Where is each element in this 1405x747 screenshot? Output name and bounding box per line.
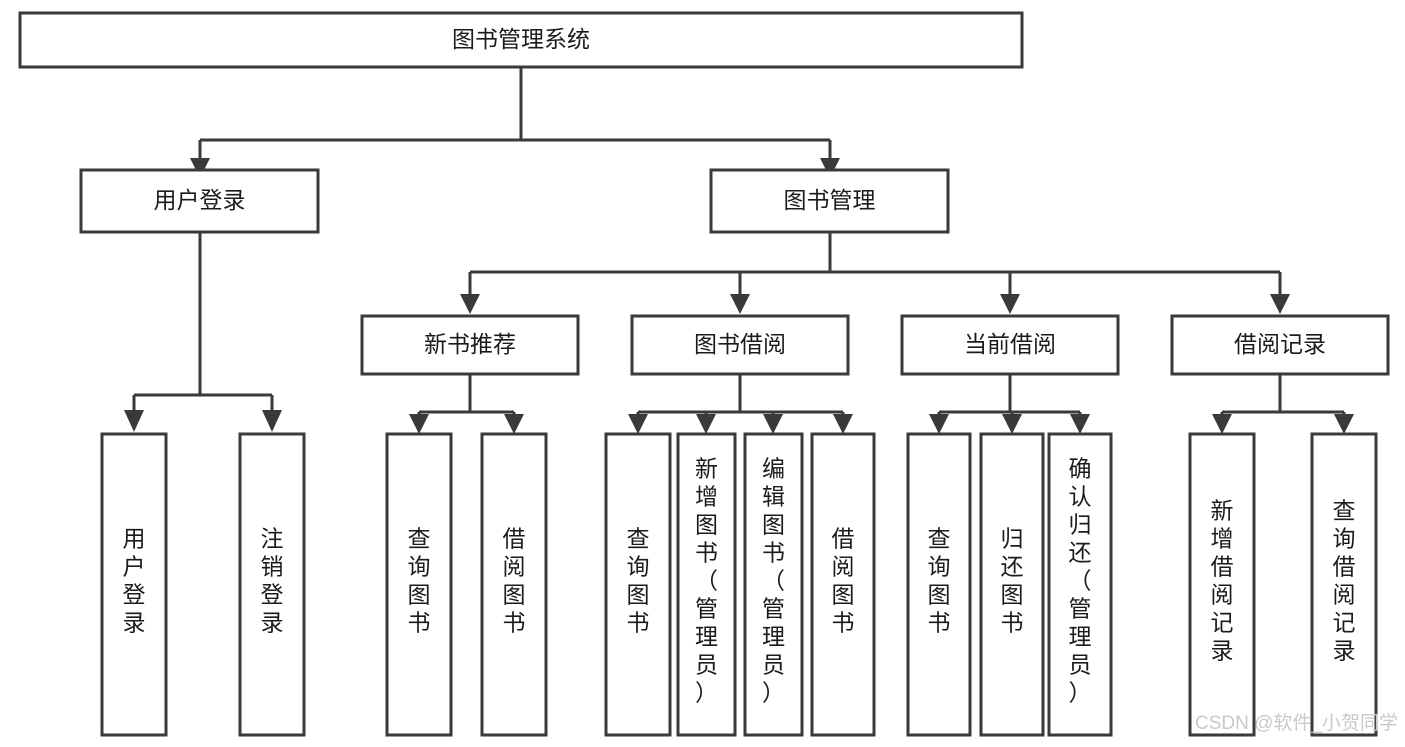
node-leaf-query-record[interactable]: 查询借阅记录 [1310, 432, 1378, 737]
node-leaf-query-book-3[interactable]: 查询图书 [906, 432, 972, 737]
arrow-to-current-borrow [1000, 294, 1020, 314]
connector-new-book-recommend-to-leaves [417, 374, 516, 416]
node-root[interactable]: 图书管理系统 [18, 11, 1024, 69]
arrow-to-leaf-return-book [1002, 414, 1022, 434]
node-leaf-add-book[interactable]: 新增图书（管理员） [676, 432, 737, 737]
csdn-watermark: CSDN @软件_小贺同学 [1195, 712, 1398, 734]
connector-book-manage-to-level3 [468, 232, 1282, 296]
node-borrow-record-box[interactable] [1170, 314, 1390, 376]
arrow-to-leaf-edit-book [763, 414, 783, 434]
node-new-book-recommend-box[interactable] [360, 314, 580, 376]
node-leaf-borrow-book-2-label: 借阅图书 [832, 526, 855, 636]
node-leaf-edit-book[interactable]: 编辑图书（管理员） [743, 432, 804, 737]
connector-layer [124, 67, 1354, 434]
node-leaf-logout-login-label: 注销登录 [261, 526, 284, 636]
node-leaf-logout-login[interactable]: 注销登录 [238, 432, 306, 737]
arrow-to-leaf-user-login [124, 410, 144, 432]
node-user-login-box[interactable] [79, 168, 320, 234]
node-book-borrow-label: 图书借阅 [694, 331, 786, 357]
node-leaf-borrow-book-2[interactable]: 借阅图书 [810, 432, 876, 737]
connector-book-borrow-to-leaves [636, 374, 845, 416]
arrow-to-leaf-add-record [1212, 414, 1232, 434]
node-borrow-record-label: 借阅记录 [1234, 331, 1326, 357]
arrow-to-leaf-query-book-1 [409, 414, 429, 434]
node-leaf-borrow-book-1[interactable]: 借阅图书 [480, 432, 548, 737]
node-leaf-borrow-book-1-box[interactable] [480, 432, 548, 737]
node-book-manage-label: 图书管理 [784, 187, 876, 213]
node-leaf-return-book-label: 归还图书 [1001, 526, 1024, 636]
node-leaf-add-record[interactable]: 新增借阅记录 [1188, 432, 1256, 737]
node-leaf-user-login[interactable]: 用户登录 [100, 432, 168, 737]
arrow-to-leaf-query-record [1334, 414, 1354, 434]
node-book-manage-box[interactable] [709, 168, 950, 234]
node-borrow-record[interactable]: 借阅记录 [1170, 314, 1390, 376]
arrow-to-leaf-borrow-book-2 [833, 414, 853, 434]
arrow-to-book-borrow [730, 294, 750, 314]
node-user-login[interactable]: 用户登录 [79, 168, 320, 234]
node-leaf-edit-book-box[interactable] [743, 432, 804, 737]
node-leaf-user-login-label: 用户登录 [123, 526, 146, 636]
node-leaf-edit-book-label: 编辑图书（管理员） [762, 456, 785, 706]
node-leaf-borrow-book-1-label: 借阅图书 [503, 526, 526, 636]
node-leaf-query-book-1[interactable]: 查询图书 [385, 432, 453, 737]
arrow-to-leaf-query-book-2 [628, 414, 648, 434]
node-leaf-query-book-1-label: 查询图书 [408, 526, 431, 636]
arrow-to-leaf-query-book-3 [929, 414, 949, 434]
node-book-manage[interactable]: 图书管理 [709, 168, 950, 234]
node-leaf-add-book-label: 新增图书（管理员） [695, 456, 718, 706]
node-leaf-query-record-box[interactable] [1310, 432, 1378, 737]
arrow-to-leaf-confirm-return [1070, 414, 1090, 434]
node-leaf-confirm-return[interactable]: 确认归还（管理员） [1047, 432, 1113, 737]
node-leaf-query-record-label: 查询借阅记录 [1333, 498, 1356, 664]
node-leaf-borrow-book-2-box[interactable] [810, 432, 876, 737]
arrow-to-book-manage [820, 158, 840, 178]
node-root-box[interactable] [18, 11, 1024, 69]
node-book-borrow-box[interactable] [630, 314, 850, 376]
arrow-to-user-login [190, 158, 210, 178]
node-leaf-query-book-1-box[interactable] [385, 432, 453, 737]
node-leaf-add-record-box[interactable] [1188, 432, 1256, 737]
connector-root-to-level2 [198, 67, 832, 160]
node-new-book-recommend[interactable]: 新书推荐 [360, 314, 580, 376]
node-leaf-add-record-label: 新增借阅记录 [1211, 498, 1234, 664]
node-leaf-query-book-2-label: 查询图书 [627, 526, 650, 636]
arrow-to-leaf-borrow-book-1 [504, 414, 524, 434]
arrow-to-leaf-logout-login [262, 410, 282, 432]
node-leaf-confirm-return-label: 确认归还（管理员） [1069, 456, 1092, 706]
node-leaf-query-book-2-box[interactable] [604, 432, 672, 737]
node-leaf-return-book[interactable]: 归还图书 [979, 432, 1045, 737]
node-leaf-add-book-box[interactable] [676, 432, 737, 737]
node-leaf-confirm-return-box[interactable] [1047, 432, 1113, 737]
node-root-label: 图书管理系统 [452, 26, 590, 52]
node-new-book-recommend-label: 新书推荐 [424, 331, 516, 357]
node-leaf-query-book-3-box[interactable] [906, 432, 972, 737]
node-user-login-label: 用户登录 [154, 187, 246, 213]
node-leaf-user-login-box[interactable] [100, 432, 168, 737]
node-leaf-query-book-3-label: 查询图书 [928, 526, 951, 636]
connector-borrow-record-to-leaves [1220, 374, 1346, 416]
arrow-to-borrow-record [1270, 294, 1290, 314]
node-current-borrow-box[interactable] [900, 314, 1120, 376]
node-current-borrow[interactable]: 当前借阅 [900, 314, 1120, 376]
node-leaf-logout-login-box[interactable] [238, 432, 306, 737]
node-current-borrow-label: 当前借阅 [964, 331, 1056, 357]
arrow-to-new-book-recommend [460, 294, 480, 314]
node-leaf-query-book-2[interactable]: 查询图书 [604, 432, 672, 737]
connector-current-borrow-to-leaves [937, 374, 1082, 416]
node-layer: 图书管理系统用户登录图书管理新书推荐图书借阅当前借阅借阅记录用户登录注销登录查询… [18, 11, 1390, 737]
node-leaf-return-book-box[interactable] [979, 432, 1045, 737]
node-book-borrow[interactable]: 图书借阅 [630, 314, 850, 376]
arrow-to-leaf-add-book [696, 414, 716, 434]
connector-user-login-to-leaves [132, 232, 274, 412]
